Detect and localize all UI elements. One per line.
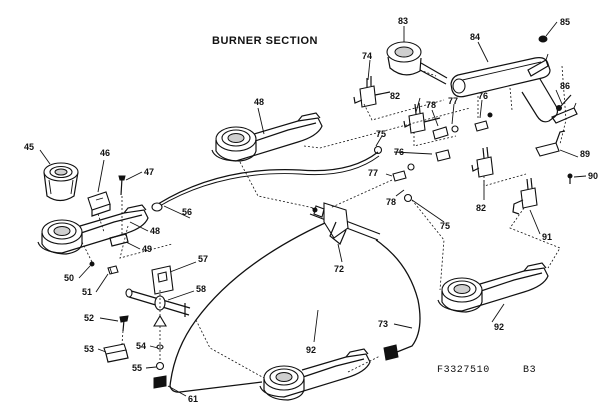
label-86: 86 xyxy=(560,81,570,91)
label-78-upper: 78 xyxy=(426,100,436,110)
burner-left-48 xyxy=(37,204,149,255)
valve-82-lower xyxy=(471,146,494,178)
label-73: 73 xyxy=(378,319,388,329)
burner-upper-48 xyxy=(211,112,323,162)
manifold-pipe xyxy=(450,53,578,124)
t-fitting-72 xyxy=(309,202,381,245)
label-83: 83 xyxy=(398,16,408,26)
label-51: 51 xyxy=(82,287,92,297)
label-76-upper: 76 xyxy=(478,91,488,101)
label-91: 91 xyxy=(542,232,552,242)
label-76-lower: 76 xyxy=(394,147,404,157)
screw-47 xyxy=(118,175,126,196)
label-48-left: 48 xyxy=(150,226,160,236)
label-56: 56 xyxy=(182,207,192,217)
label-72: 72 xyxy=(334,264,344,274)
clip-53 xyxy=(103,343,129,363)
burner-right-92 xyxy=(437,262,549,313)
label-82-lower: 82 xyxy=(476,203,486,213)
label-52: 52 xyxy=(84,313,94,323)
parts-54-55 xyxy=(153,314,167,389)
screw-52 xyxy=(119,315,129,332)
label-89: 89 xyxy=(580,149,590,159)
burner-head-45 xyxy=(43,162,79,202)
label-75-lower: 75 xyxy=(440,221,450,231)
label-92-right: 92 xyxy=(494,322,504,332)
label-58: 58 xyxy=(196,284,206,294)
label-46: 46 xyxy=(100,148,110,158)
label-53: 53 xyxy=(84,344,94,354)
part-90-screw xyxy=(567,173,573,184)
drawing-code: F3327510 xyxy=(437,365,490,376)
valve-82-upper xyxy=(403,102,441,134)
sheet-number: B3 xyxy=(523,365,536,376)
valve-74 xyxy=(353,76,391,108)
part-89-bracket xyxy=(535,130,566,157)
label-55: 55 xyxy=(132,363,142,373)
valve-91 xyxy=(512,177,538,215)
part-49 xyxy=(109,233,129,247)
leader-lines xyxy=(39,21,587,397)
label-47: 47 xyxy=(144,167,154,177)
fitting-56 xyxy=(151,202,163,212)
burner-head-83 xyxy=(386,41,448,85)
part-85-grommet xyxy=(538,35,548,43)
part-labels: 45 46 47 48 48 49 50 51 52 53 54 55 56 5… xyxy=(24,16,598,404)
label-50: 50 xyxy=(64,273,74,283)
orifice-parts xyxy=(373,112,493,203)
tube-56 xyxy=(157,151,379,205)
part-50 xyxy=(89,261,95,267)
label-82-upper: 82 xyxy=(390,91,400,101)
label-54: 54 xyxy=(136,341,146,351)
label-45: 45 xyxy=(24,142,34,152)
burner-lower-92 xyxy=(259,348,371,401)
label-77-upper: 77 xyxy=(448,96,458,106)
label-61: 61 xyxy=(188,394,198,404)
fitting-73 xyxy=(383,344,399,361)
label-90: 90 xyxy=(588,171,598,181)
part-86-screw xyxy=(556,94,572,111)
label-74: 74 xyxy=(362,51,372,61)
tube-61 xyxy=(169,217,337,393)
bracket-57 xyxy=(151,265,174,295)
label-48-upper: 48 xyxy=(254,97,264,107)
clip-46 xyxy=(87,191,111,217)
assembly-lines xyxy=(81,65,567,379)
tube-73 xyxy=(375,239,421,355)
label-75-upper: 75 xyxy=(376,129,386,139)
label-84: 84 xyxy=(470,32,480,42)
part-51 xyxy=(107,265,119,275)
label-92-lower: 92 xyxy=(306,345,316,355)
label-49: 49 xyxy=(142,244,152,254)
label-78-lower: 78 xyxy=(386,197,396,207)
label-57: 57 xyxy=(198,254,208,264)
label-77-lower: 77 xyxy=(368,168,378,178)
label-85: 85 xyxy=(560,17,570,27)
diagram-title: BURNER SECTION xyxy=(212,35,318,47)
